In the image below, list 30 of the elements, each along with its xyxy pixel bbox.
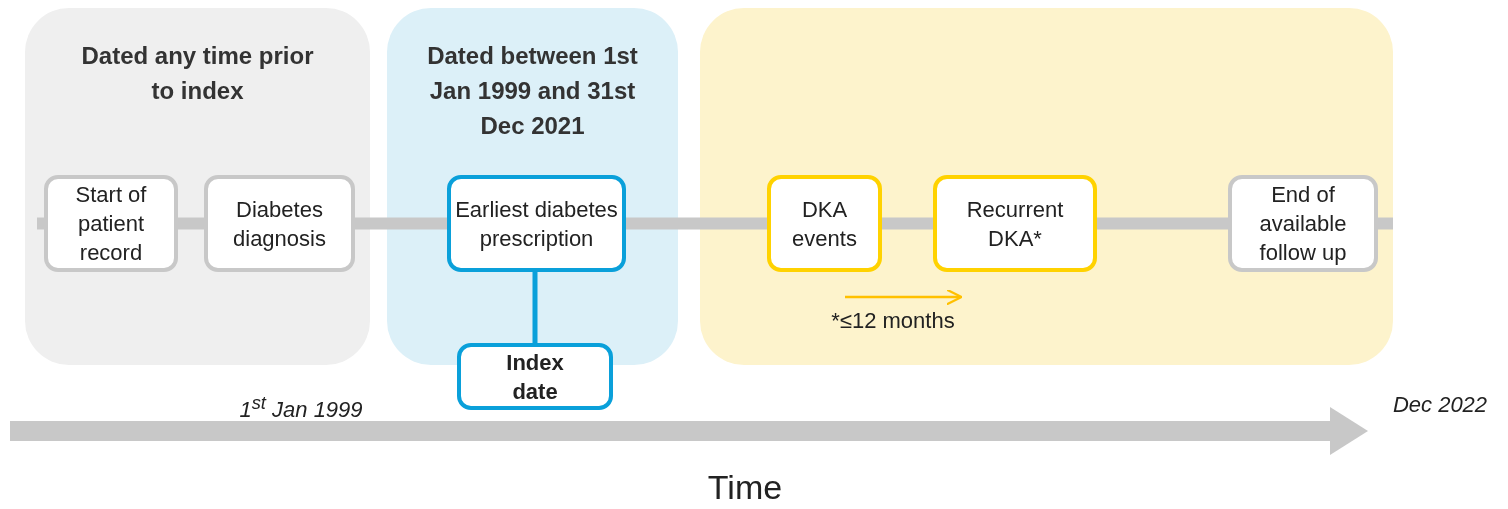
event-label: Diabetes diagnosis [232,195,327,253]
event-box [767,175,882,272]
connector-line [1378,217,1393,230]
band-heading: Dated between 1st Jan 1999 and 31st Dec 2021 [426,41,639,141]
axis-end-label: Dec 2022 [1392,392,1488,418]
period-band [700,8,1393,365]
connector-line [355,217,447,230]
connector-line [532,272,538,343]
connector-line [178,217,204,230]
connector-line [882,217,933,230]
connector-line [1097,217,1228,230]
period-band [25,8,370,365]
interval-note: *≤12 months [831,308,955,334]
event-label: Earliest diabetes prescription [454,195,619,253]
event-label: End of available follow up [1258,181,1348,267]
event-box [457,343,613,410]
band-heading: Dated any time prior to index [80,41,315,106]
axis-start-label: 1$^{st}$ Jan 1999 [239,392,363,424]
connector-line [626,217,767,230]
event-box [44,175,178,272]
event-label: Recurrent DKA* [965,195,1065,253]
event-box [204,175,355,272]
event-box [447,175,626,272]
event-box [933,175,1097,272]
event-label: Index date [505,348,565,406]
event-label: DKA events [791,195,858,253]
axis-title: Time [707,468,783,507]
event-box [1228,175,1378,272]
event-label: Start of patient record [74,181,148,267]
connector-line [37,217,44,230]
